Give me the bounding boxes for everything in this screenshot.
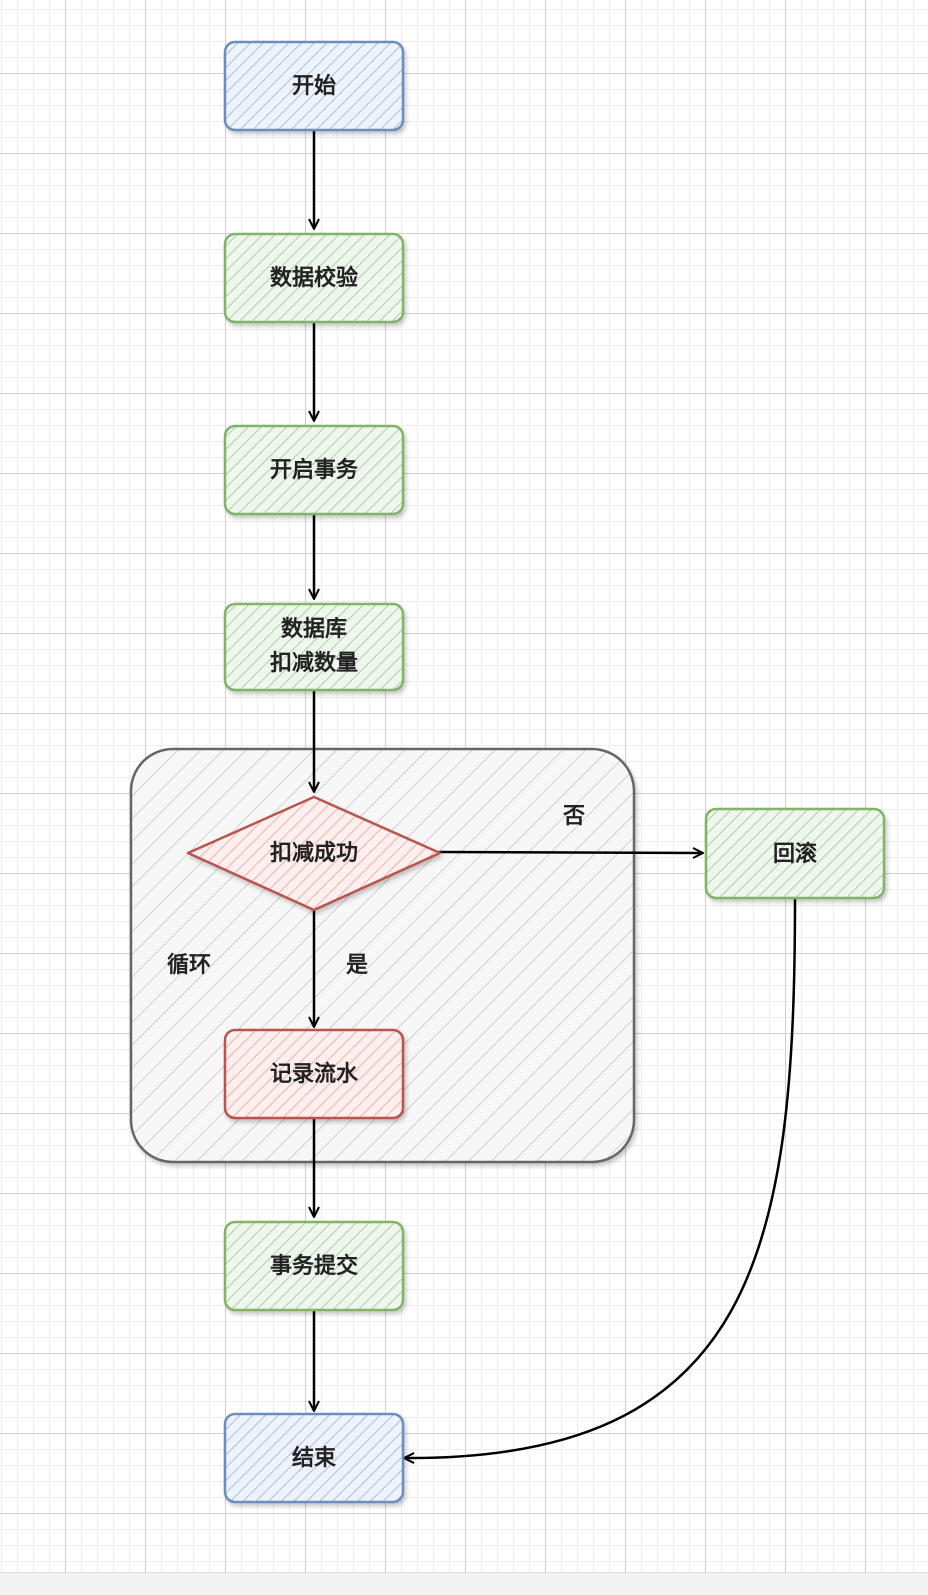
- edge-check-to-rollback[interactable]: [438, 847, 704, 859]
- status-bar: [0, 1572, 928, 1595]
- deduct-quantity-node[interactable]: 数据库 扣减数量: [223, 602, 405, 692]
- start-node-label: 开始: [292, 73, 336, 99]
- end-node-label: 结束: [292, 1445, 337, 1471]
- loop-label: 循环: [167, 952, 211, 978]
- deduct-success-label: 扣减成功: [270, 840, 358, 866]
- edge-rollback-to-end[interactable]: [403, 896, 797, 1464]
- end-node[interactable]: 结束: [223, 1412, 405, 1504]
- rollback-node[interactable]: 回滚: [704, 807, 886, 900]
- rollback-label: 回滚: [773, 841, 818, 867]
- start-node[interactable]: 开始: [223, 40, 405, 132]
- yes-label: 是: [346, 953, 368, 978]
- commit-transaction-label: 事务提交: [270, 1253, 358, 1279]
- deduct-success-decision[interactable]: 扣减成功: [186, 795, 442, 912]
- validate-node-label: 数据校验: [270, 265, 358, 291]
- deduct-quantity-label-line-2: 扣减数量: [270, 650, 358, 676]
- begin-transaction-node-label: 开启事务: [270, 457, 359, 483]
- no-label: 否: [562, 804, 585, 829]
- record-journal-node[interactable]: 记录流水: [223, 1028, 405, 1120]
- validate-node[interactable]: 数据校验: [223, 232, 405, 324]
- edges: [308, 128, 797, 1464]
- commit-transaction-node[interactable]: 事务提交: [223, 1220, 405, 1312]
- record-journal-label: 记录流水: [270, 1061, 359, 1087]
- begin-transaction-node[interactable]: 开启事务: [223, 424, 405, 516]
- deduct-quantity-label-line-1: 数据库: [281, 616, 347, 642]
